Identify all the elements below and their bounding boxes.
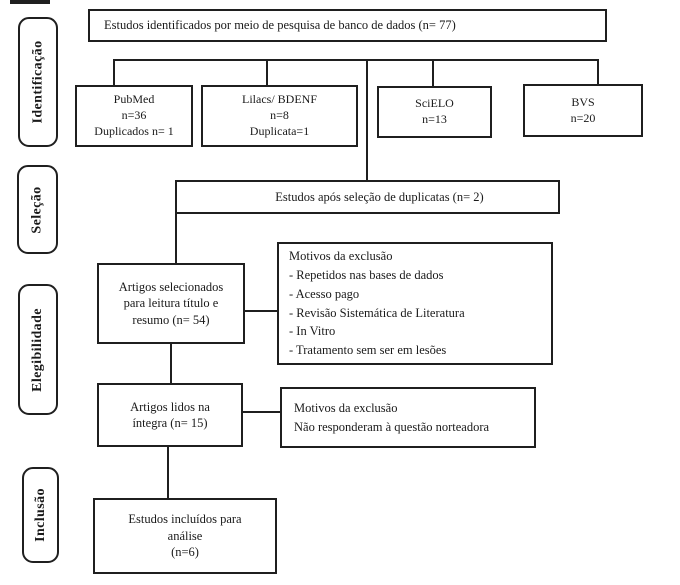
box-scielo: SciELO n=13 (377, 86, 492, 138)
connector-read-to-included (167, 446, 169, 499)
box-selected-title-abstract: Artigos selecionados para leitura título… (97, 263, 245, 344)
box-included-studies: Estudos incluídos para análise (n=6) (93, 498, 277, 574)
connector-drop-lilacs (266, 59, 268, 87)
connector-selected-to-exclusion1 (244, 310, 278, 312)
exclusion1-line: - Tratamento sem ser em lesões (289, 343, 447, 357)
box-included-line: Estudos incluídos para (128, 512, 242, 527)
exclusion1-line: - Repetidos nas bases de dados (289, 268, 444, 282)
box-selected-line: para leitura título e (123, 296, 219, 311)
box-after-duplicates: Estudos após seleção de duplicatas (n= 2… (175, 180, 560, 214)
box-selected-line: Artigos selecionados (118, 279, 224, 294)
exclusion1-line: - Acesso pago (289, 286, 360, 301)
box-lilacs-bdenf-line: Lilacs/ BDENF (242, 92, 317, 107)
box-after-duplicates-text: Estudos após seleção de duplicatas (n= 2… (275, 189, 484, 204)
box-read-full-text: Artigos lidos na íntegra (n= 15) (97, 383, 243, 447)
stage-inclusion: Inclusão (22, 467, 59, 563)
stage-identification: Identificação (18, 17, 58, 147)
box-bvs-line: n=20 (570, 110, 596, 125)
box-pubmed-line: PubMed (113, 92, 155, 107)
box-read-line: íntegra (n= 15) (132, 416, 208, 430)
exclusion2-line: Não responderam à questão norteadora (294, 419, 490, 434)
stage-screening: Seleção (17, 165, 58, 254)
stage-eligibility: Elegibilidade (18, 284, 58, 415)
exclusion1-line: - In Vitro (289, 324, 336, 339)
box-selected-line: resumo (n= 54) (132, 312, 210, 327)
box-lilacs-bdenf-line: n=8 (270, 108, 289, 123)
connector-drop-scielo (432, 59, 434, 88)
connector-duplicates-to-selected (175, 213, 177, 264)
box-included-line: análise (167, 528, 203, 543)
box-read-line: Artigos lidos na (130, 399, 210, 414)
box-scielo-line: n=13 (422, 112, 447, 126)
box-lilacs-bdenf: Lilacs/ BDENF n=8 Duplicata=1 (201, 85, 358, 147)
box-included-line: (n=6) (171, 545, 199, 560)
exclusion2-line: Motivos da exclusão (294, 400, 398, 415)
exclusion1-line: Motivos da exclusão (289, 249, 393, 264)
box-bvs: BVS n=20 (523, 84, 643, 137)
connector-selected-to-read (170, 343, 172, 384)
box-identified-studies: Estudos identificados por meio de pesqui… (88, 9, 607, 42)
stage-inclusion-label: Inclusão (32, 488, 48, 542)
box-exclusion-reasons-title-abstract: Motivos da exclusão - Repetidos nas base… (277, 242, 553, 365)
connector-drop-bvs (597, 59, 599, 86)
stage-screening-label: Seleção (29, 185, 45, 234)
box-exclusion-reasons-full-text: Motivos da exclusão Não responderam à qu… (280, 387, 536, 448)
artifact-dash (10, 0, 50, 4)
box-identified-studies-text: Estudos identificados por meio de pesqui… (104, 18, 456, 33)
connector-top-horizontal (113, 59, 599, 61)
box-lilacs-bdenf-line: Duplicata=1 (249, 123, 310, 138)
stage-identification-label: Identificação (30, 40, 45, 124)
box-bvs-line: BVS (571, 94, 595, 109)
box-pubmed-line: Duplicados n= 1 (94, 123, 174, 138)
box-pubmed-line: n=36 (121, 108, 147, 123)
box-scielo-line: SciELO (415, 96, 454, 111)
exclusion1-line: - Revisão Sistemática de Literatura (289, 305, 465, 320)
box-pubmed: PubMed n=36 Duplicados n= 1 (75, 85, 193, 147)
stage-eligibility-label: Elegibilidade (30, 307, 45, 392)
connector-read-to-exclusion2 (242, 411, 281, 413)
connector-central-vertical (366, 59, 368, 182)
connector-drop-pubmed (113, 59, 115, 87)
